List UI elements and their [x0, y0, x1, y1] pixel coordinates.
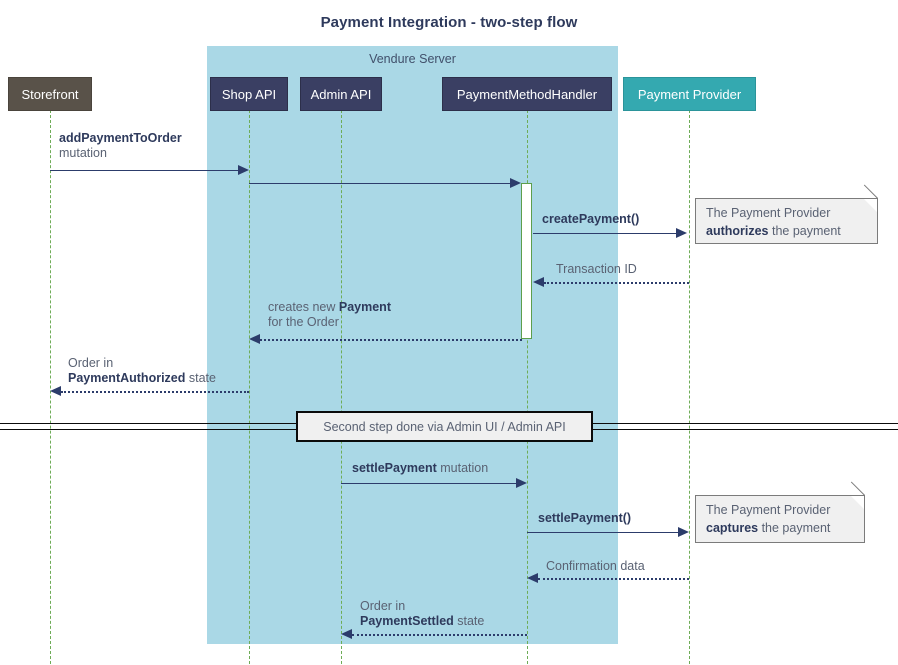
label-line1: Order in — [68, 356, 114, 370]
message-line-settle-payment-mutation — [341, 483, 516, 484]
arrow-head-shop-to-handler — [510, 178, 521, 188]
arrow-head-settle-payment-call — [678, 527, 689, 537]
message-line-creates-new-payment — [260, 339, 522, 341]
message-line-order-payment-settled — [352, 634, 527, 636]
arrow-head-order-payment-authorized — [50, 386, 61, 396]
label-bold: PaymentSettled — [360, 614, 454, 628]
participant-label-storefront: Storefront — [21, 86, 79, 102]
participant-label-shop-api: Shop API — [221, 86, 277, 102]
participant-payment-method-handler[interactable]: PaymentMethodHandler — [442, 77, 612, 111]
message-line-shop-to-handler — [249, 183, 510, 184]
message-line-confirmation-data — [538, 578, 689, 580]
participant-payment-provider[interactable]: Payment Provider — [623, 77, 756, 111]
message-label-confirmation-data: Confirmation data — [546, 559, 645, 574]
participant-label-payment-method-handler: PaymentMethodHandler — [456, 86, 598, 102]
note-line2-suffix: the payment — [758, 521, 831, 535]
message-label-order-payment-authorized: Order in PaymentAuthorized state — [68, 356, 216, 386]
label-bold: createPayment() — [542, 212, 640, 226]
arrow-head-create-payment — [676, 228, 687, 238]
label-line2: for the Order — [268, 315, 339, 329]
arrow-head-order-payment-settled — [341, 629, 352, 639]
note-fold-line-icon — [863, 184, 878, 199]
label-suffix: state — [185, 371, 216, 385]
label-text: Transaction ID — [556, 262, 637, 276]
label-line1: Order in — [360, 599, 406, 613]
participant-label-admin-api: Admin API — [310, 86, 372, 102]
note-bold: captures — [706, 521, 759, 535]
label-bold: addPaymentToOrder — [59, 131, 182, 145]
lifeline-admin-api — [341, 110, 342, 664]
participant-label-payment-provider: Payment Provider — [637, 86, 742, 102]
message-label-settle-payment-call: settlePayment() — [538, 511, 631, 526]
label-line2: mutation — [59, 146, 107, 160]
note-fold-line-icon — [850, 481, 865, 496]
label-suffix: state — [453, 614, 485, 628]
message-line-create-payment — [533, 233, 676, 234]
note-fold-corner-icon — [851, 496, 864, 509]
note-fold-corner-icon — [864, 199, 877, 212]
note-line1: The Payment Provider — [706, 206, 831, 220]
group-label-vendure-server: Vendure Server — [369, 52, 456, 66]
arrow-head-settle-payment-mutation — [516, 478, 527, 488]
label-suffix: mutation — [436, 461, 489, 475]
note-line1: The Payment Provider — [706, 503, 831, 517]
label-text: Confirmation data — [546, 559, 645, 573]
note-bold: authorizes — [706, 224, 769, 238]
arrow-head-confirmation-data — [527, 573, 538, 583]
lifeline-shop-api — [249, 110, 250, 664]
activation-bar-payment-method-handler — [521, 183, 532, 339]
label-bold: settlePayment() — [538, 511, 632, 525]
message-line-transaction-id — [544, 282, 689, 284]
divider-label: Second step done via Admin UI / Admin AP… — [323, 419, 566, 434]
divider-box: Second step done via Admin UI / Admin AP… — [296, 411, 593, 442]
message-label-order-payment-settled: Order in PaymentSettled state — [360, 599, 484, 629]
note-authorizes: The Payment Provider authorizes the paym… — [695, 184, 878, 244]
note-line2-suffix: the payment — [768, 224, 841, 238]
message-label-transaction-id: Transaction ID — [556, 262, 637, 277]
label-bold: PaymentAuthorized — [68, 371, 186, 385]
label-bold: Payment — [338, 300, 391, 314]
participant-shop-api[interactable]: Shop API — [210, 77, 288, 111]
message-line-settle-payment-call — [527, 532, 678, 533]
message-label-settle-payment-mutation: settlePayment mutation — [352, 461, 488, 476]
note-captures: The Payment Provider captures the paymen… — [695, 481, 865, 543]
message-label-creates-new-payment: creates new Payment for the Order — [268, 300, 391, 330]
participant-admin-api[interactable]: Admin API — [300, 77, 382, 111]
message-label-create-payment: createPayment() — [542, 212, 639, 227]
label-bold: settlePayment — [352, 461, 437, 475]
message-line-add-payment-to-order — [50, 170, 239, 171]
message-line-order-payment-authorized — [61, 391, 249, 393]
arrow-head-transaction-id — [533, 277, 544, 287]
page-title: Payment Integration - two-step flow — [320, 14, 578, 31]
lifeline-payment-method-handler — [527, 110, 528, 664]
message-label-add-payment-to-order: addPaymentToOrder mutation — [59, 131, 182, 161]
lifeline-payment-provider — [689, 110, 690, 664]
arrow-head-creates-new-payment — [249, 334, 260, 344]
participant-storefront[interactable]: Storefront — [8, 77, 92, 111]
arrow-head-add-payment-to-order — [238, 165, 249, 175]
group-box-vendure-server — [207, 46, 618, 644]
label-prefix: creates new — [268, 300, 339, 314]
